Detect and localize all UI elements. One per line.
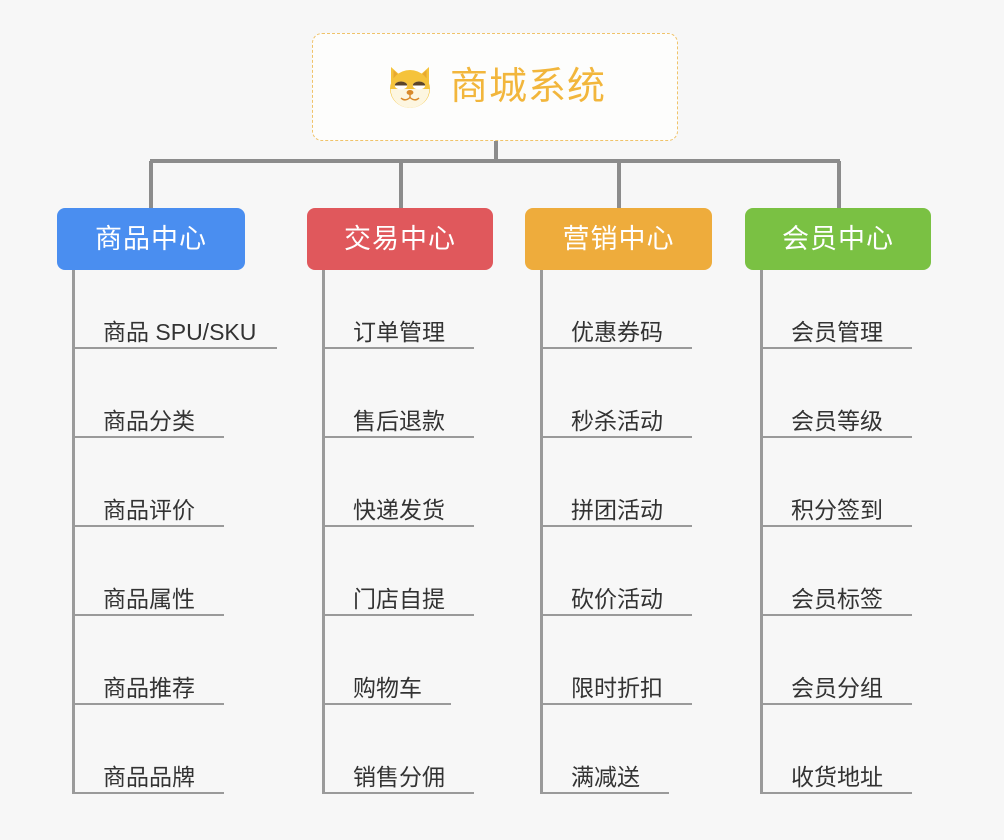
leaf-label: 销售分佣 xyxy=(353,763,445,790)
leaf-item[interactable]: 限时折扣 xyxy=(540,665,692,705)
category-header-trade[interactable]: 交易中心 xyxy=(307,208,493,270)
leaf-label: 砍价活动 xyxy=(571,585,663,612)
leaf-label: 会员管理 xyxy=(791,318,883,345)
column-spine xyxy=(322,270,325,794)
leaf-item[interactable]: 商品 SPU/SKU xyxy=(72,309,277,349)
leaf-label: 满减送 xyxy=(571,763,640,790)
category-header-product[interactable]: 商品中心 xyxy=(57,208,245,270)
leaf-item[interactable]: 积分签到 xyxy=(760,487,912,527)
leaf-item[interactable]: 商品分类 xyxy=(72,398,224,438)
leaf-item[interactable]: 拼团活动 xyxy=(540,487,692,527)
leaf-label: 购物车 xyxy=(353,674,422,701)
leaf-item[interactable]: 商品推荐 xyxy=(72,665,224,705)
connector-drop-4 xyxy=(837,161,841,208)
connector-root-stem xyxy=(494,141,498,161)
leaf-item[interactable]: 快递发货 xyxy=(322,487,474,527)
leaf-label: 收货地址 xyxy=(791,763,883,790)
connector-horizontal-bus xyxy=(150,159,840,163)
leaf-item[interactable]: 会员等级 xyxy=(760,398,912,438)
column-spine xyxy=(72,270,75,794)
connector-drop-2 xyxy=(399,161,403,208)
category-header-member[interactable]: 会员中心 xyxy=(745,208,931,270)
leaf-item[interactable]: 商品属性 xyxy=(72,576,224,616)
leaf-item[interactable]: 满减送 xyxy=(540,754,669,794)
root-node[interactable]: 商城系统 xyxy=(312,33,678,141)
leaf-item[interactable]: 优惠券码 xyxy=(540,309,692,349)
leaf-item[interactable]: 商品评价 xyxy=(72,487,224,527)
column-spine xyxy=(760,270,763,794)
connector-drop-3 xyxy=(617,161,621,208)
leaf-item[interactable]: 秒杀活动 xyxy=(540,398,692,438)
category-title: 营销中心 xyxy=(562,223,675,254)
leaf-label: 会员分组 xyxy=(791,674,883,701)
leaf-label: 会员标签 xyxy=(791,585,883,612)
leaf-item[interactable]: 砍价活动 xyxy=(540,576,692,616)
leaf-label: 售后退款 xyxy=(353,407,445,434)
leaf-label: 商品评价 xyxy=(103,496,195,523)
leaf-item[interactable]: 销售分佣 xyxy=(322,754,474,794)
leaf-item[interactable]: 订单管理 xyxy=(322,309,474,349)
root-title: 商城系统 xyxy=(449,66,606,108)
leaf-label: 限时折扣 xyxy=(571,674,663,701)
leaf-item[interactable]: 商品品牌 xyxy=(72,754,224,794)
leaf-label: 订单管理 xyxy=(353,318,445,345)
leaf-label: 秒杀活动 xyxy=(571,407,663,434)
leaf-label: 商品 SPU/SKU xyxy=(103,318,257,345)
leaf-label: 门店自提 xyxy=(353,585,445,612)
leaf-item[interactable]: 门店自提 xyxy=(322,576,474,616)
leaf-label: 快递发货 xyxy=(353,496,445,523)
shiba-dog-icon xyxy=(384,61,436,113)
leaf-item[interactable]: 会员标签 xyxy=(760,576,912,616)
leaf-label: 优惠券码 xyxy=(571,318,663,345)
leaf-item[interactable]: 购物车 xyxy=(322,665,451,705)
category-title: 交易中心 xyxy=(344,223,456,254)
leaf-item[interactable]: 会员管理 xyxy=(760,309,912,349)
leaf-item[interactable]: 会员分组 xyxy=(760,665,912,705)
column-spine xyxy=(540,270,543,794)
leaf-label: 商品推荐 xyxy=(103,674,195,701)
category-title: 商品中心 xyxy=(95,223,207,254)
leaf-label: 会员等级 xyxy=(791,407,883,434)
connector-drop-1 xyxy=(149,161,153,208)
category-header-marketing[interactable]: 营销中心 xyxy=(525,208,712,270)
leaf-label: 商品分类 xyxy=(103,407,195,434)
category-title: 会员中心 xyxy=(782,223,894,254)
leaf-item[interactable]: 收货地址 xyxy=(760,754,912,794)
leaf-item[interactable]: 售后退款 xyxy=(322,398,474,438)
leaf-label: 积分签到 xyxy=(791,496,883,523)
leaf-label: 商品品牌 xyxy=(103,763,195,790)
leaf-label: 商品属性 xyxy=(103,585,195,612)
leaf-label: 拼团活动 xyxy=(571,496,663,523)
